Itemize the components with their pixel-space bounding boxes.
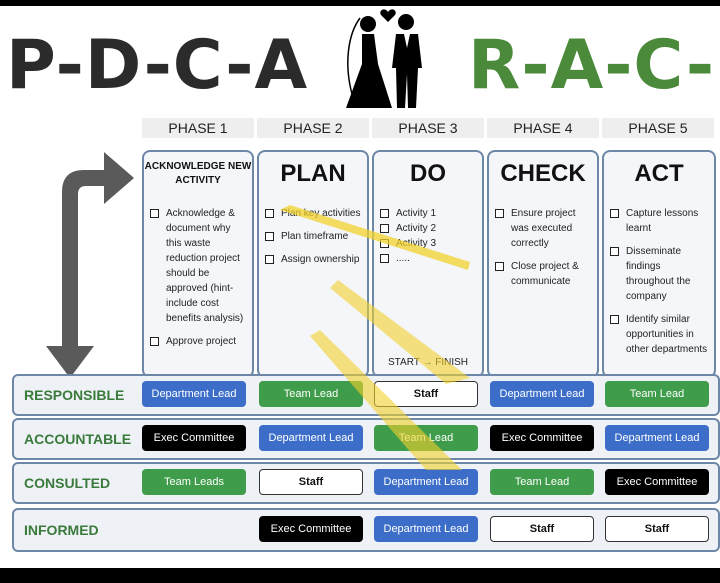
raci-tag: Exec Committee xyxy=(605,469,709,495)
row-label-informed: INFORMED xyxy=(24,522,99,538)
start-finish-label: START → FINISH xyxy=(387,357,468,368)
phase-5-title: ACT xyxy=(634,160,684,187)
list-item: Approve project xyxy=(150,334,248,349)
phase-2-items: Plan key activities Plan timeframe Assig… xyxy=(265,206,363,275)
bottom-frame-bar xyxy=(0,568,720,583)
phase-4-items: Ensure project was executed correctly Cl… xyxy=(495,206,593,297)
raci-tag: Department Lead xyxy=(374,516,478,542)
cycle-return-arrow-icon xyxy=(46,152,134,378)
raci-tag: Department Lead xyxy=(605,425,709,451)
raci-tag: Staff xyxy=(490,516,594,542)
row-label-responsible: RESPONSIBLE xyxy=(24,387,125,403)
pdca-title: P-D-C-A xyxy=(6,26,309,105)
raci-tag: Team Lead xyxy=(374,425,478,451)
phase-5-items: Capture lessons learnt Disseminate findi… xyxy=(610,206,710,365)
raci-tag: Department Lead xyxy=(259,425,363,451)
raci-tag: Team Leads xyxy=(142,469,246,495)
raci-tag: Department Lead xyxy=(490,381,594,407)
phase-1-header: PHASE 1 xyxy=(142,118,254,138)
phase-3-items: Activity 1 Activity 2 Activity 3 ..... xyxy=(380,206,478,266)
phase-2-header: PHASE 2 xyxy=(257,118,369,138)
list-item: Assign ownership xyxy=(265,252,363,267)
top-frame-bar xyxy=(0,0,720,6)
list-item: ..... xyxy=(380,251,478,266)
phase-1-column: ACKNOWLEDGE NEW ACTIVITY Acknowledge & d… xyxy=(142,150,254,378)
raci-tag: Department Lead xyxy=(374,469,478,495)
raci-tag: Staff xyxy=(605,516,709,542)
row-label-consulted: CONSULTED xyxy=(24,475,111,491)
raci-row-informed: INFORMED xyxy=(12,508,720,552)
phase-2-title: PLAN xyxy=(280,160,346,187)
phase-5-column: ACT Capture lessons learnt Disseminate f… xyxy=(602,150,716,378)
phase-3-title: DO xyxy=(410,160,446,187)
wedding-couple-icon xyxy=(346,9,422,108)
list-item: Plan timeframe xyxy=(265,229,363,244)
list-item: Capture lessons learnt xyxy=(610,206,710,236)
list-item: Activity 3 xyxy=(380,236,478,251)
phase-4-title: CHECK xyxy=(500,160,586,187)
raci-tag: Department Lead xyxy=(142,381,246,407)
raci-tag: Team Lead xyxy=(490,469,594,495)
list-item: Activity 1 xyxy=(380,206,478,221)
raci-tag: Staff xyxy=(259,469,363,495)
raci-tag: Exec Committee xyxy=(142,425,246,451)
list-item: Ensure project was executed correctly xyxy=(495,206,593,251)
raci-tag: Exec Committee xyxy=(490,425,594,451)
list-item: Activity 2 xyxy=(380,221,478,236)
raci-tag: Team Lead xyxy=(259,381,363,407)
phase-3-header: PHASE 3 xyxy=(372,118,484,138)
raci-tag: Exec Committee xyxy=(259,516,363,542)
row-label-accountable: ACCOUNTABLE xyxy=(24,431,132,447)
raci-tag: Staff xyxy=(374,381,478,407)
phase-1-items: Acknowledge & document why this waste re… xyxy=(150,206,248,357)
raci-title: R-A-C-I xyxy=(468,26,720,105)
list-item: Close project & communicate xyxy=(495,259,593,289)
list-item: Acknowledge & document why this waste re… xyxy=(150,206,248,326)
list-item: Disseminate findings throughout the comp… xyxy=(610,244,710,304)
list-item: Plan key activities xyxy=(265,206,363,221)
phase-3-column: DO Activity 1 Activity 2 Activity 3 ....… xyxy=(372,150,484,378)
list-item: Identify similar opportunities in other … xyxy=(610,312,710,357)
phase-4-header: PHASE 4 xyxy=(487,118,599,138)
phase-1-title: ACKNOWLEDGE NEW ACTIVITY xyxy=(144,161,252,186)
phase-5-header: PHASE 5 xyxy=(602,118,714,138)
phase-4-column: CHECK Ensure project was executed correc… xyxy=(487,150,599,378)
phase-2-column: PLAN Plan key activities Plan timeframe … xyxy=(257,150,369,378)
raci-tag: Team Lead xyxy=(605,381,709,407)
